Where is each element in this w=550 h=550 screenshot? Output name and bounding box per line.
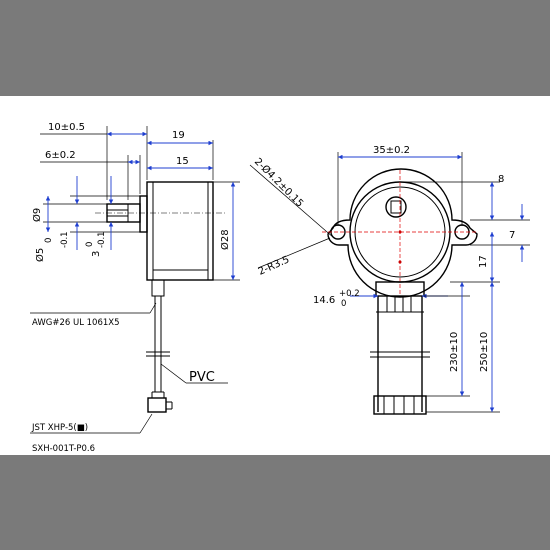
- connector-front: [373, 395, 427, 415]
- dim-3-tol-upper: 0: [85, 242, 95, 247]
- dim-phi5-label: Ø5: [34, 248, 46, 262]
- dim-10-label: 10±0.5: [48, 122, 85, 133]
- side-view: 10±0.5 19 6±0.2 15: [30, 122, 240, 454]
- boss-side: [139, 195, 148, 233]
- wire-spec-label: AWG#26 UL 1061X5: [32, 318, 120, 328]
- dim-230-label: 230±10: [449, 332, 460, 372]
- dim-6-label: 6±0.2: [45, 150, 76, 161]
- dim-phi5-tol-lower: -0.1: [60, 231, 70, 248]
- dim-8-label: 8: [498, 174, 504, 185]
- dim-19-label: 19: [172, 130, 185, 141]
- motor-body-side: [146, 181, 214, 281]
- dim-14-6-tol-upper: +0.2: [339, 289, 360, 299]
- dim-15-label: 15: [176, 156, 189, 167]
- bottom-gray-band: [0, 455, 550, 550]
- technical-drawing-svg: 10±0.5 19 6±0.2 15: [30, 122, 530, 454]
- connector-label: JST XHP-5(■): [31, 423, 88, 433]
- dim-radius-label: 2-R3.5: [257, 254, 291, 277]
- dim-phi9-label: Ø9: [31, 208, 43, 222]
- dim-phi28-label: Ø28: [219, 229, 231, 250]
- dim-3-label: 3: [91, 251, 102, 257]
- mounting-flange: [327, 168, 478, 298]
- top-gray-band: [0, 0, 550, 96]
- connector-side: [147, 397, 167, 413]
- dim-14-6-tol-lower: 0: [341, 299, 346, 309]
- dim-3-tol-lower: -0.1: [97, 231, 107, 248]
- dim-17-label: 17: [478, 255, 489, 268]
- front-view: 35±0.2 2-Ø4.2±0.15 2-R3.5 8 7 17: [249, 145, 530, 415]
- dim-35-label: 35±0.2: [373, 145, 410, 156]
- stepper-motor-drawing: 10±0.5 19 6±0.2 15: [0, 96, 550, 455]
- terminal-label: SXH-001T-P0.6: [32, 444, 95, 454]
- shaft-front: [385, 196, 407, 218]
- dim-7-label: 7: [509, 230, 515, 241]
- pvc-label: PVC: [189, 370, 215, 385]
- dim-phi5-tol-upper: 0: [44, 238, 54, 243]
- dim-14-6-label: 14.6: [313, 295, 335, 306]
- dim-250-label: 250±10: [479, 332, 490, 372]
- dim-holes-label: 2-Ø4.2±0.15: [252, 156, 306, 210]
